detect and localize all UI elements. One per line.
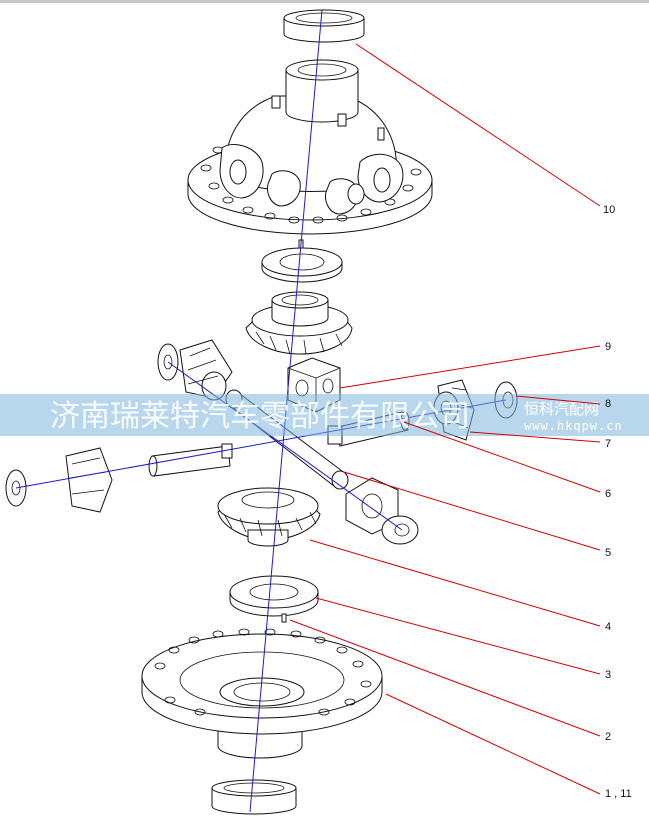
leader-4: [309, 539, 601, 627]
callout-10: 10: [603, 204, 615, 216]
leader-6: [403, 421, 601, 493]
part-upper-thrust-washer: [261, 239, 343, 283]
part-2-pin: [281, 613, 287, 623]
watermark-url: www.hkqpw.cn: [524, 419, 623, 433]
leader-2: [289, 619, 601, 737]
leader-7: [469, 431, 601, 443]
callout-8: 8: [605, 398, 611, 410]
watermark-brand: 恒科汽配网: [524, 400, 599, 418]
leader-1: [385, 693, 601, 795]
part-3-lower-thrust-washer: [229, 575, 319, 617]
callout-7: 7: [605, 438, 611, 450]
part-pinion-gear-upper-left: [157, 339, 233, 401]
callout-9: 9: [605, 341, 611, 353]
part-upper-side-gear: [245, 291, 353, 355]
part-cross-shaft-left: [148, 443, 233, 477]
watermark: 济南瑞莱特汽车零部件有限公司 恒科汽配网 www.hkqpw.cn: [0, 394, 649, 436]
watermark-band: [0, 394, 649, 436]
part-11-bearing-ring-bottom: [211, 779, 297, 815]
lower-flange-bolt-holes: [154, 628, 372, 716]
part-4-lower-side-gear: [217, 487, 321, 547]
leader-8: [515, 395, 601, 405]
leader-5: [343, 471, 601, 551]
leader-9: [339, 345, 601, 389]
top-border: [0, 0, 649, 3]
part-pinion-gear-lower-right: [345, 477, 419, 545]
part-pinion-gear-left: [5, 447, 113, 513]
callout-3: 3: [605, 669, 611, 681]
leader-3: [315, 597, 601, 675]
callout-2: 2: [605, 731, 611, 743]
part-upper-housing: [187, 59, 433, 235]
leader-lines: [289, 43, 601, 795]
part-10-bearing-ring-top: [283, 9, 365, 43]
part-1-lower-housing: [141, 628, 383, 759]
callout-6: 6: [605, 488, 611, 500]
leader-10: [355, 43, 601, 207]
callout-labels: 10 9 8 7 6 5 4 3 2 1 , 11: [603, 204, 632, 800]
callout-1-11: 1 , 11: [605, 788, 632, 800]
watermark-company: 济南瑞莱特汽车零部件有限公司: [50, 399, 470, 434]
callout-4: 4: [605, 621, 611, 633]
callout-5: 5: [605, 547, 611, 559]
